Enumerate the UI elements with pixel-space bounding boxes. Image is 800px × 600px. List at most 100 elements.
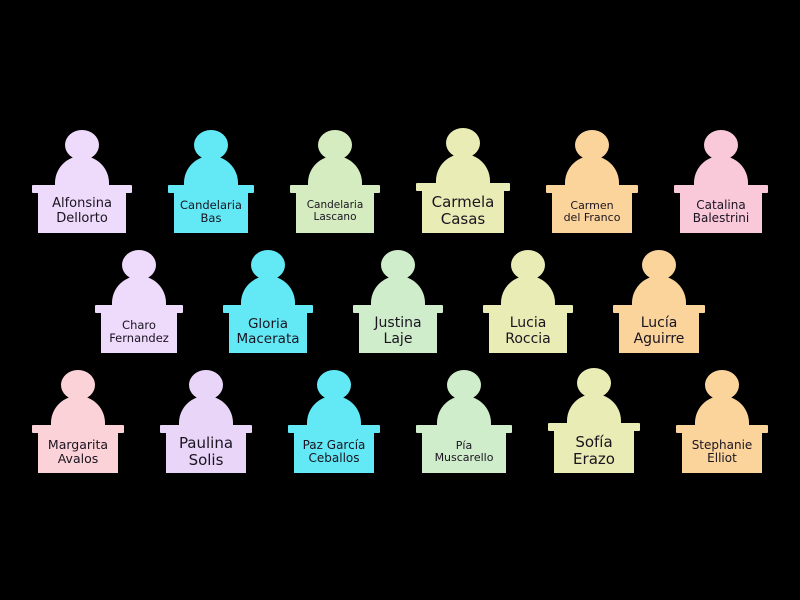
person-shoulders-icon [565,156,619,186]
podium-card[interactable]: Gloria Macerata [223,250,313,353]
person-icon [432,370,496,426]
podium-desk-body: Sofía Erazo [554,431,634,473]
podium-card[interactable]: Carmen del Franco [546,130,638,233]
person-head-icon [511,250,545,280]
podium-desk: Pía Muscarello [416,425,512,473]
podium-name-label: Carmela Casas [431,193,495,228]
podium-desk-top [483,305,573,313]
podium-desk-body: Margarita Avalos [38,433,118,473]
person-shoulders-icon [371,276,425,306]
person-head-icon [317,370,351,400]
podium-desk: Catalina Balestrini [674,185,768,233]
podium-desk: Lucia Roccia [483,305,573,353]
podium-row-2: Margarita Avalos Paulina Solis Paz García … [0,368,800,473]
person-head-icon [446,128,480,158]
podium-desk: Paulina Solis [160,425,252,473]
podium-name-label: Candelaria Bas [180,198,242,225]
person-shoulders-icon [55,156,109,186]
podium-desk-top [168,185,254,193]
podium-desk: Candelaria Lascano [290,185,380,233]
podium-name-label: Paz García Ceballos [302,437,366,465]
podium-row-0: Alfonsina Dellorto Candelaria Bas Candelar… [0,128,800,233]
podium-card[interactable]: Paulina Solis [160,370,252,473]
person-head-icon [122,250,156,280]
podium-desk-top [548,423,640,431]
person-shoulders-icon [179,396,233,426]
podium-name-label: Lucia Roccia [505,315,551,347]
podium-card[interactable]: Catalina Balestrini [674,130,768,233]
person-head-icon [318,130,352,160]
podium-card[interactable]: Charo Fernandez [95,250,183,353]
person-head-icon [65,130,99,160]
person-shoulders-icon [437,396,491,426]
person-shoulders-icon [184,156,238,186]
podium-card[interactable]: Paz García Ceballos [288,370,380,473]
podium-name-label: Lucía Aguirre [633,315,685,347]
podium-desk-body: Gloria Macerata [229,313,307,353]
person-shoulders-icon [307,396,361,426]
podium-desk: Alfonsina Dellorto [32,185,132,233]
podium-name-label: Justina Laje [374,315,422,347]
person-shoulders-icon [436,154,490,184]
podium-desk: Justina Laje [353,305,443,353]
podium-desk-top [95,305,183,313]
podium-name-label: Stephanie Elliot [691,437,753,465]
podium-card[interactable]: Justina Laje [353,250,443,353]
podium-card[interactable]: Candelaria Bas [168,130,254,233]
podium-name-label: Alfonsina Dellorto [52,196,112,226]
podium-desk-top [353,305,443,313]
podium-card[interactable]: Pía Muscarello [416,370,512,473]
person-head-icon [447,370,481,400]
podium-card[interactable]: Lucia Roccia [483,250,573,353]
podium-desk-top [416,425,512,433]
podium-desk-top [676,425,768,433]
person-head-icon [251,250,285,280]
podium-name-label: Candelaria Lascano [306,199,364,223]
podium-desk-body: Pía Muscarello [422,433,506,473]
person-icon [496,250,560,306]
person-icon [107,250,171,306]
podium-desk-top [290,185,380,193]
person-shoulders-icon [695,396,749,426]
person-shoulders-icon [632,276,686,306]
podium-desk-top [32,425,124,433]
podium-desk-top [223,305,313,313]
podium-desk: Charo Fernandez [95,305,183,353]
person-icon [562,368,626,424]
podium-desk: Carmela Casas [416,183,510,233]
podium-desk-top [674,185,768,193]
podium-card[interactable]: Carmela Casas [416,128,510,233]
person-shoulders-icon [241,276,295,306]
podium-desk-body: Lucia Roccia [489,313,567,353]
person-icon [236,250,300,306]
podium-desk-top [32,185,132,193]
podium-desk-body: Lucía Aguirre [619,313,699,353]
person-icon [302,370,366,426]
podium-card[interactable]: Margarita Avalos [32,370,124,473]
person-shoulders-icon [501,276,555,306]
podium-desk-body: Candelaria Bas [174,193,248,233]
podium-card[interactable]: Sofía Erazo [548,368,640,473]
podium-card[interactable]: Stephanie Elliot [676,370,768,473]
podium-card[interactable]: Candelaria Lascano [290,130,380,233]
podium-desk: Lucía Aguirre [613,305,705,353]
podium-card[interactable]: Lucía Aguirre [613,250,705,353]
podium-desk-top [416,183,510,191]
podium-desk-body: Carmela Casas [422,191,504,233]
podium-name-label: Carmen del Franco [563,198,621,224]
podium-card[interactable]: Alfonsina Dellorto [32,130,132,233]
person-icon [690,370,754,426]
person-shoulders-icon [51,396,105,426]
podium-desk-body: Paz García Ceballos [294,433,374,473]
podium-name-label: Pía Muscarello [434,438,494,464]
podium-desk: Carmen del Franco [546,185,638,233]
podium-desk-body: Justina Laje [359,313,437,353]
person-head-icon [577,368,611,398]
person-icon [366,250,430,306]
person-icon [689,130,753,186]
podium-desk: Stephanie Elliot [676,425,768,473]
podium-desk: Sofía Erazo [548,423,640,473]
person-head-icon [642,250,676,280]
podium-desk-top [160,425,252,433]
